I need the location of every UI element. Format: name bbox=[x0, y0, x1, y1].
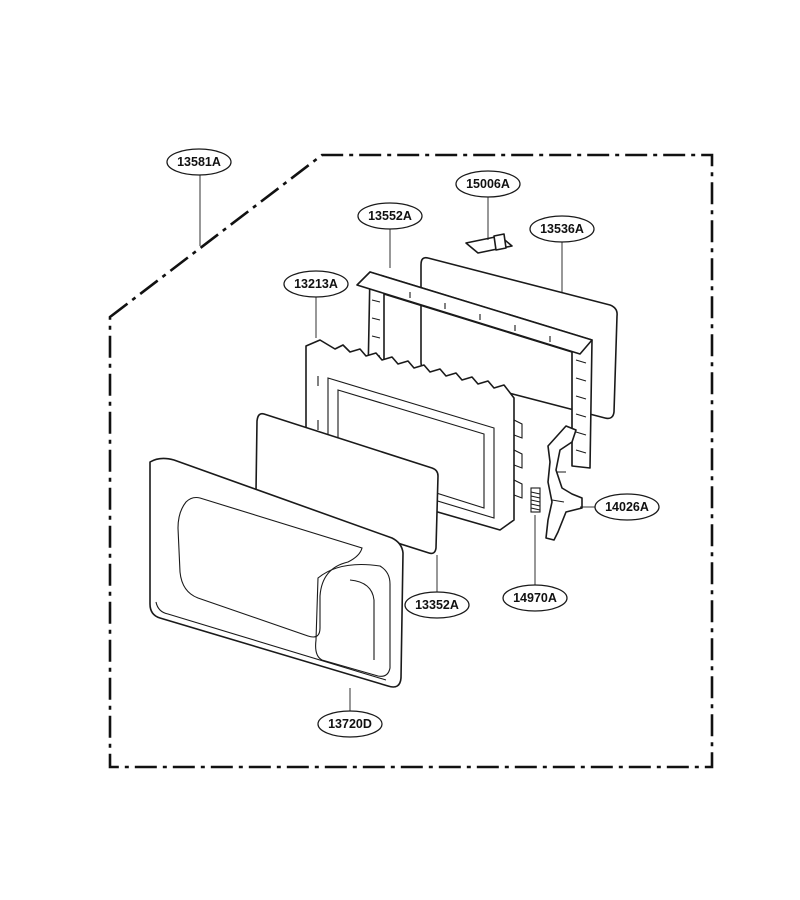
callout-15006A[interactable]: 15006A bbox=[455, 170, 521, 198]
part-13352A-shape bbox=[255, 412, 439, 555]
callout-label: 13552A bbox=[368, 209, 412, 223]
callout-bubble bbox=[357, 202, 423, 230]
callout-13213A[interactable]: 13213A bbox=[283, 270, 349, 298]
callout-bubble bbox=[166, 148, 232, 176]
callout-bubble bbox=[502, 584, 568, 612]
callout-14026A[interactable]: 14026A bbox=[594, 493, 660, 521]
part-14026A-shape bbox=[545, 425, 583, 541]
callout-13352A[interactable]: 13352A bbox=[404, 591, 470, 619]
callout-label: 13536A bbox=[540, 222, 584, 236]
callout-13720D[interactable]: 13720D bbox=[317, 710, 383, 738]
callout-bubble bbox=[283, 270, 349, 298]
callout-bubble bbox=[317, 710, 383, 738]
callout-label: 13213A bbox=[294, 277, 338, 291]
callout-13536A[interactable]: 13536A bbox=[529, 215, 595, 243]
part-13552A-shape bbox=[356, 271, 593, 469]
leader-lines bbox=[199, 175, 596, 711]
callout-label: 14970A bbox=[513, 591, 557, 605]
part-14970A-shape bbox=[530, 487, 541, 513]
assembly-boundary bbox=[108, 153, 714, 769]
callout-13581A[interactable]: 13581A bbox=[166, 148, 232, 176]
callout-label: 13352A bbox=[415, 598, 459, 612]
part-13720D-shape bbox=[149, 457, 404, 688]
callout-label: 13720D bbox=[328, 717, 372, 731]
callout-label: 15006A bbox=[466, 177, 510, 191]
callout-bubble bbox=[529, 215, 595, 243]
callout-label: 14026A bbox=[605, 500, 649, 514]
callout-bubble bbox=[455, 170, 521, 198]
callout-14970A[interactable]: 14970A bbox=[502, 584, 568, 612]
callout-bubble bbox=[594, 493, 660, 521]
callout-bubble bbox=[404, 591, 470, 619]
callout-label: 13581A bbox=[177, 155, 221, 169]
part-15006A-shape bbox=[465, 233, 513, 254]
callout-13552A[interactable]: 13552A bbox=[357, 202, 423, 230]
